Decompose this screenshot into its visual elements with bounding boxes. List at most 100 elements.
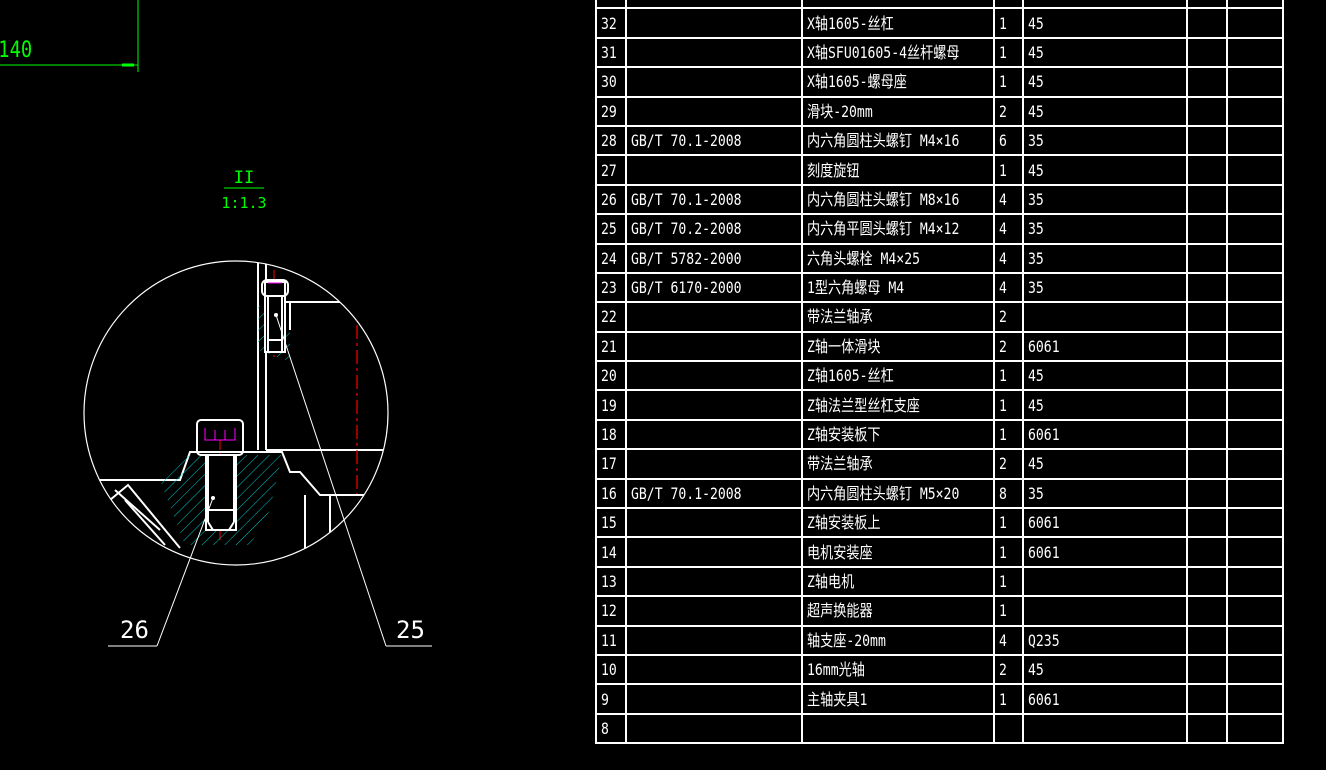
cell-remark-1 <box>1185 271 1228 304</box>
cell-part-name: 主轴夹具1 <box>801 683 995 715</box>
cell-quantity: 1 <box>992 389 1024 421</box>
part-name-text: 16mm光轴 <box>807 660 865 680</box>
quantity-text: 1 <box>998 72 1007 92</box>
quantity-text: 2 <box>998 336 1007 356</box>
cell-part-name: 1型六角螺母 M4 <box>801 271 995 304</box>
cell-remark-1 <box>1185 477 1228 510</box>
cell-quantity: 1 <box>992 7 1024 39</box>
detail-view-name: II <box>234 168 254 188</box>
cell-material: 45 <box>1021 154 1188 186</box>
cell-item-number: 21 <box>595 330 627 363</box>
material-text: 6061 <box>1027 542 1060 562</box>
material-text: 45 <box>1027 72 1044 92</box>
cell-remark-1 <box>1185 565 1228 598</box>
cell-item-number: 13 <box>595 565 627 598</box>
cell-standard-code <box>625 448 803 480</box>
cell-remark-1 <box>1185 183 1228 216</box>
cell-part-name: Z轴1605-丝杠 <box>801 360 995 392</box>
cell-part-name: X轴SFU01605-4丝杆螺母 <box>801 36 995 69</box>
material-text: 45 <box>1027 660 1044 680</box>
detail-circle <box>83 260 389 566</box>
cell-standard-code <box>625 712 803 745</box>
cell-standard-code: GB/T 6170-2000 <box>625 271 803 304</box>
cell-remark-2 <box>1225 124 1284 157</box>
part-name-text: X轴1605-螺母座 <box>807 72 907 92</box>
cell-remark-1 <box>1185 66 1228 98</box>
cell-quantity: 1 <box>992 565 1024 598</box>
cell-standard-code <box>625 536 803 568</box>
cell-material: 45 <box>1021 95 1188 127</box>
cell-part-name: 超声换能器 <box>801 595 995 627</box>
quantity-text: 2 <box>998 660 1007 680</box>
table-row: 33 <box>595 0 1284 10</box>
item-number-text: 9 <box>601 689 609 709</box>
cell-remark-1 <box>1185 683 1228 715</box>
cell-material: 35 <box>1021 124 1188 157</box>
cell-standard-code <box>625 565 803 598</box>
cad-drawing-canvas[interactable]: 140 II 1:1.3 <box>0 0 595 770</box>
cell-part-name: Z轴一体滑块 <box>801 330 995 363</box>
cell-standard-code <box>625 301 803 333</box>
quantity-text: 1 <box>998 542 1007 562</box>
quantity-text: 1 <box>998 601 1007 621</box>
cell-item-number: 8 <box>595 712 627 745</box>
quantity-text: 8 <box>998 483 1007 503</box>
cell-part-name: 轴支座-20mm <box>801 624 995 656</box>
cell-item-number: 29 <box>595 95 627 127</box>
bom-table: 3332X轴1605-丝杠14531X轴SFU01605-4丝杆螺母14530X… <box>595 0 1284 745</box>
cell-part-name: X轴1605-丝杠 <box>801 7 995 39</box>
cell-material: 35 <box>1021 213 1188 245</box>
cell-material: 6061 <box>1021 536 1188 568</box>
callout-25-label: 25 <box>396 616 425 644</box>
cell-material: 6061 <box>1021 330 1188 363</box>
cell-standard-code <box>625 683 803 715</box>
cell-quantity: 2 <box>992 653 1024 686</box>
item-number-text: 21 <box>601 336 617 356</box>
cell-remark-1 <box>1185 0 1228 10</box>
part-name-text: 电机安装座 <box>807 542 873 562</box>
cell-remark-2 <box>1225 213 1284 245</box>
cell-remark-2 <box>1225 389 1284 421</box>
cell-standard-code <box>625 624 803 656</box>
cell-remark-1 <box>1185 507 1228 539</box>
cell-remark-2 <box>1225 66 1284 98</box>
cell-material <box>1021 565 1188 598</box>
cell-remark-2 <box>1225 360 1284 392</box>
part-name-text: 带法兰轴承 <box>807 454 873 474</box>
cell-item-number: 28 <box>595 124 627 157</box>
cell-remark-1 <box>1185 389 1228 421</box>
item-number-text: 33 <box>601 0 617 6</box>
cell-quantity <box>992 712 1024 745</box>
detail-view-label: II 1:1.3 <box>221 168 266 212</box>
cell-item-number: 16 <box>595 477 627 510</box>
item-number-text: 8 <box>601 718 609 738</box>
quantity-text: 1 <box>998 572 1007 591</box>
part-name-text: 1型六角螺母 M4 <box>807 278 905 298</box>
cell-remark-1 <box>1185 242 1228 274</box>
cell-remark-2 <box>1225 595 1284 627</box>
quantity-text: 2 <box>998 101 1007 121</box>
cell-remark-2 <box>1225 418 1284 451</box>
cell-remark-1 <box>1185 154 1228 186</box>
cell-item-number: 15 <box>595 507 627 539</box>
cell-quantity: 1 <box>992 418 1024 451</box>
cell-standard-code <box>625 7 803 39</box>
item-number-text: 19 <box>601 395 617 415</box>
material-text: 6061 <box>1027 425 1060 445</box>
item-number-text: 12 <box>601 601 617 621</box>
part-name-text: 刻度旋钮 <box>807 160 860 180</box>
part-name-text: Z轴安装板上 <box>807 513 881 533</box>
part-name-text: Z轴法兰型丝杠支座 <box>807 395 920 415</box>
cell-remark-2 <box>1225 0 1284 10</box>
cell-part-name: 内六角圆柱头螺钉 M4×16 <box>801 124 995 157</box>
cell-quantity: 1 <box>992 536 1024 568</box>
cell-standard-code: GB/T 70.2-2008 <box>625 213 803 245</box>
cell-item-number: 17 <box>595 448 627 480</box>
